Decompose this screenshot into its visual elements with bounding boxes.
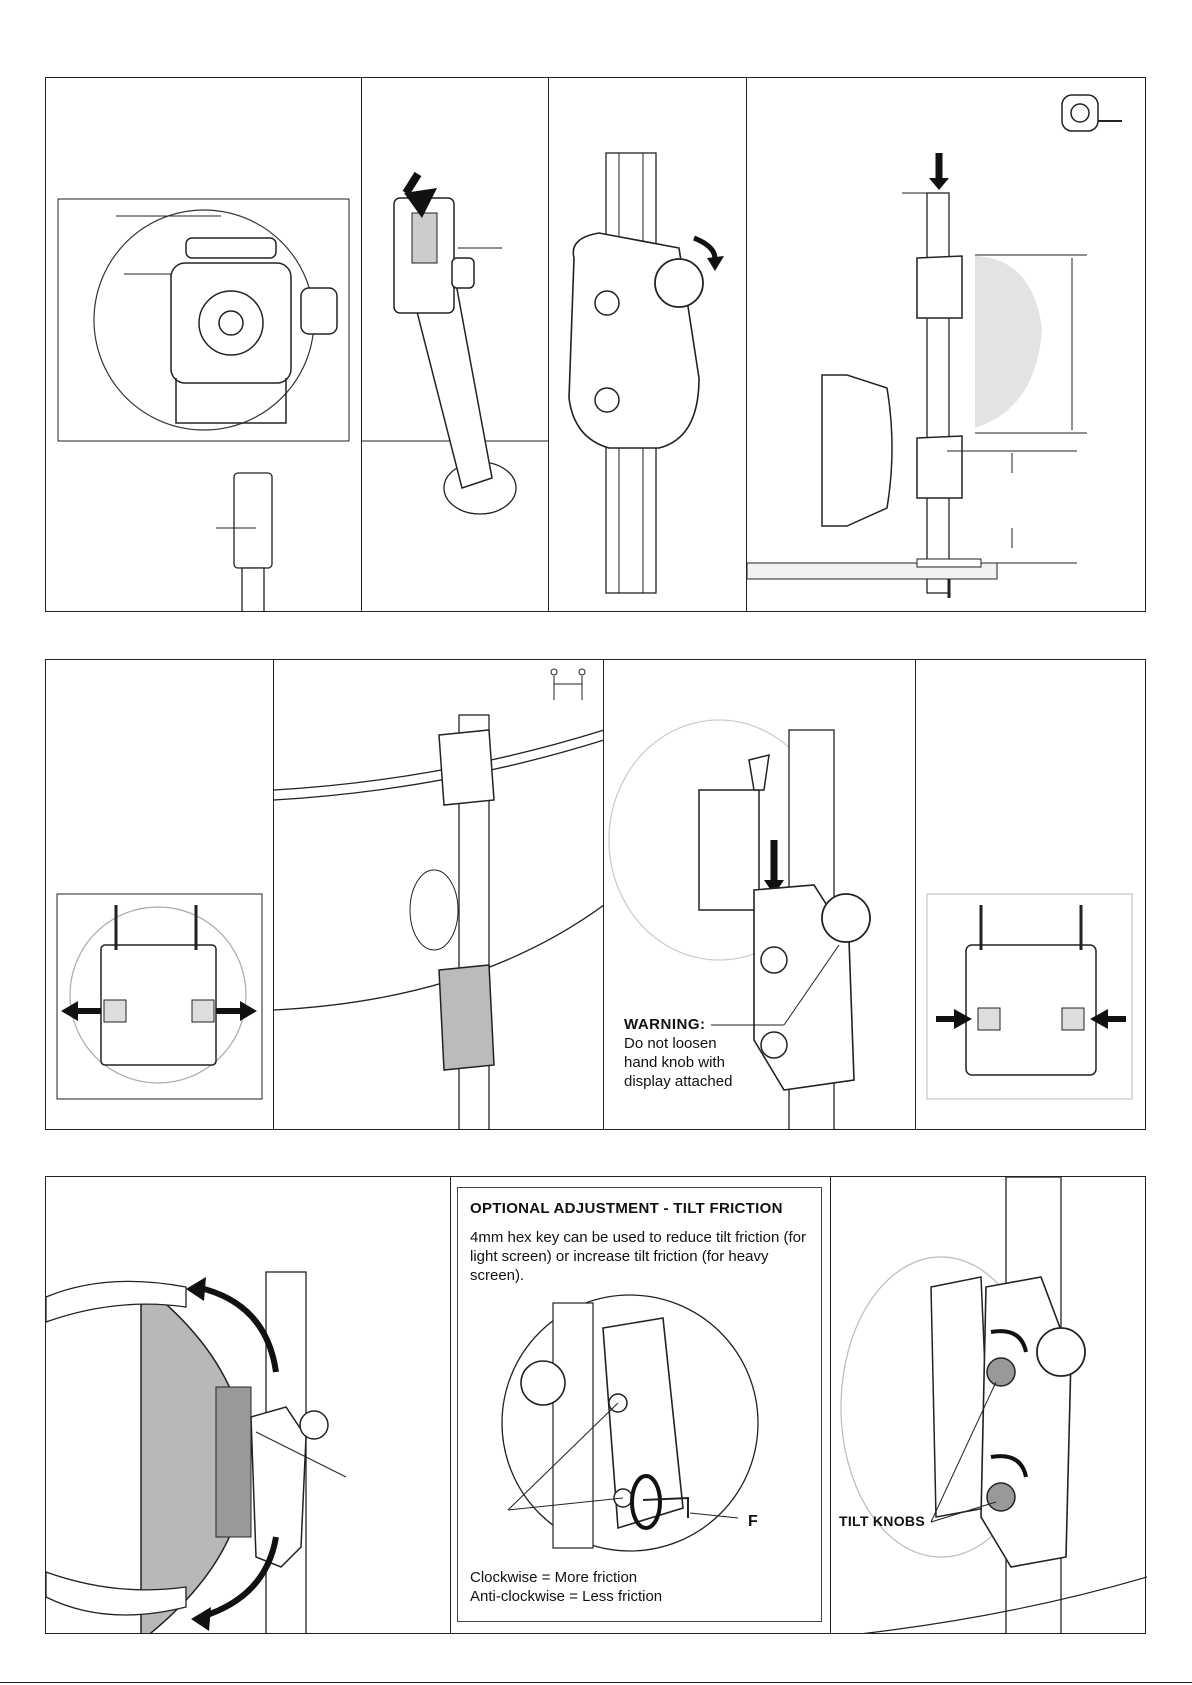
panel-two-person-lift	[274, 660, 604, 1129]
panel-tilt-friction: OPTIONAL ADJUSTMENT - TILT FRICTION 4mm …	[451, 1177, 831, 1633]
anticlockwise-note: Anti-clockwise = Less friction	[470, 1587, 662, 1606]
panel-height-measure	[747, 78, 1147, 611]
vesa-expand-illustration	[46, 660, 274, 1129]
bottom-rule	[0, 1682, 1192, 1683]
height-measure-illustration	[747, 78, 1147, 611]
pole-insert-illustration	[362, 78, 549, 611]
warning-line-3: display attached	[624, 1072, 732, 1091]
panel-knob-tighten	[549, 78, 747, 611]
tilt-friction-box: OPTIONAL ADJUSTMENT - TILT FRICTION 4mm …	[457, 1187, 822, 1622]
panel-tilt-display	[46, 1177, 451, 1633]
panel-tilt-knobs: TILT KNOBS	[831, 1177, 1147, 1633]
panel-mount-head	[46, 78, 362, 611]
hex-key-label: F	[748, 1513, 758, 1531]
clockwise-note: Clockwise = More friction	[470, 1568, 662, 1587]
warning-line-1: Do not loosen	[624, 1034, 732, 1053]
tilt-display-illustration	[46, 1177, 451, 1633]
panel-attach-display: WARNING: Do not loosen hand knob with di…	[604, 660, 916, 1129]
warning-callout: WARNING: Do not loosen hand knob with di…	[624, 1015, 732, 1091]
mount-head-illustration	[46, 78, 362, 611]
warning-title: WARNING:	[624, 1015, 732, 1034]
step-row-2: WARNING: Do not loosen hand knob with di…	[45, 659, 1146, 1130]
two-person-lift-illustration	[274, 660, 604, 1129]
knob-tighten-illustration	[549, 78, 747, 611]
vesa-lock-illustration	[916, 660, 1147, 1129]
step-row-1	[45, 77, 1146, 612]
panel-vesa-expand	[46, 660, 274, 1129]
step-row-3: OPTIONAL ADJUSTMENT - TILT FRICTION 4mm …	[45, 1176, 1146, 1634]
warning-line-2: hand knob with	[624, 1053, 732, 1072]
friction-legend: Clockwise = More friction Anti-clockwise…	[470, 1568, 662, 1606]
panel-vesa-lock	[916, 660, 1147, 1129]
tilt-friction-illustration	[458, 1188, 821, 1621]
panel-pole-insert	[362, 78, 549, 611]
tape-measure-icon	[1062, 95, 1122, 131]
hand-knob-icon	[822, 894, 870, 942]
tilt-knobs-illustration	[831, 1177, 1147, 1633]
tilt-knobs-label: TILT KNOBS	[839, 1513, 925, 1529]
two-person-lift-icon	[551, 669, 585, 700]
